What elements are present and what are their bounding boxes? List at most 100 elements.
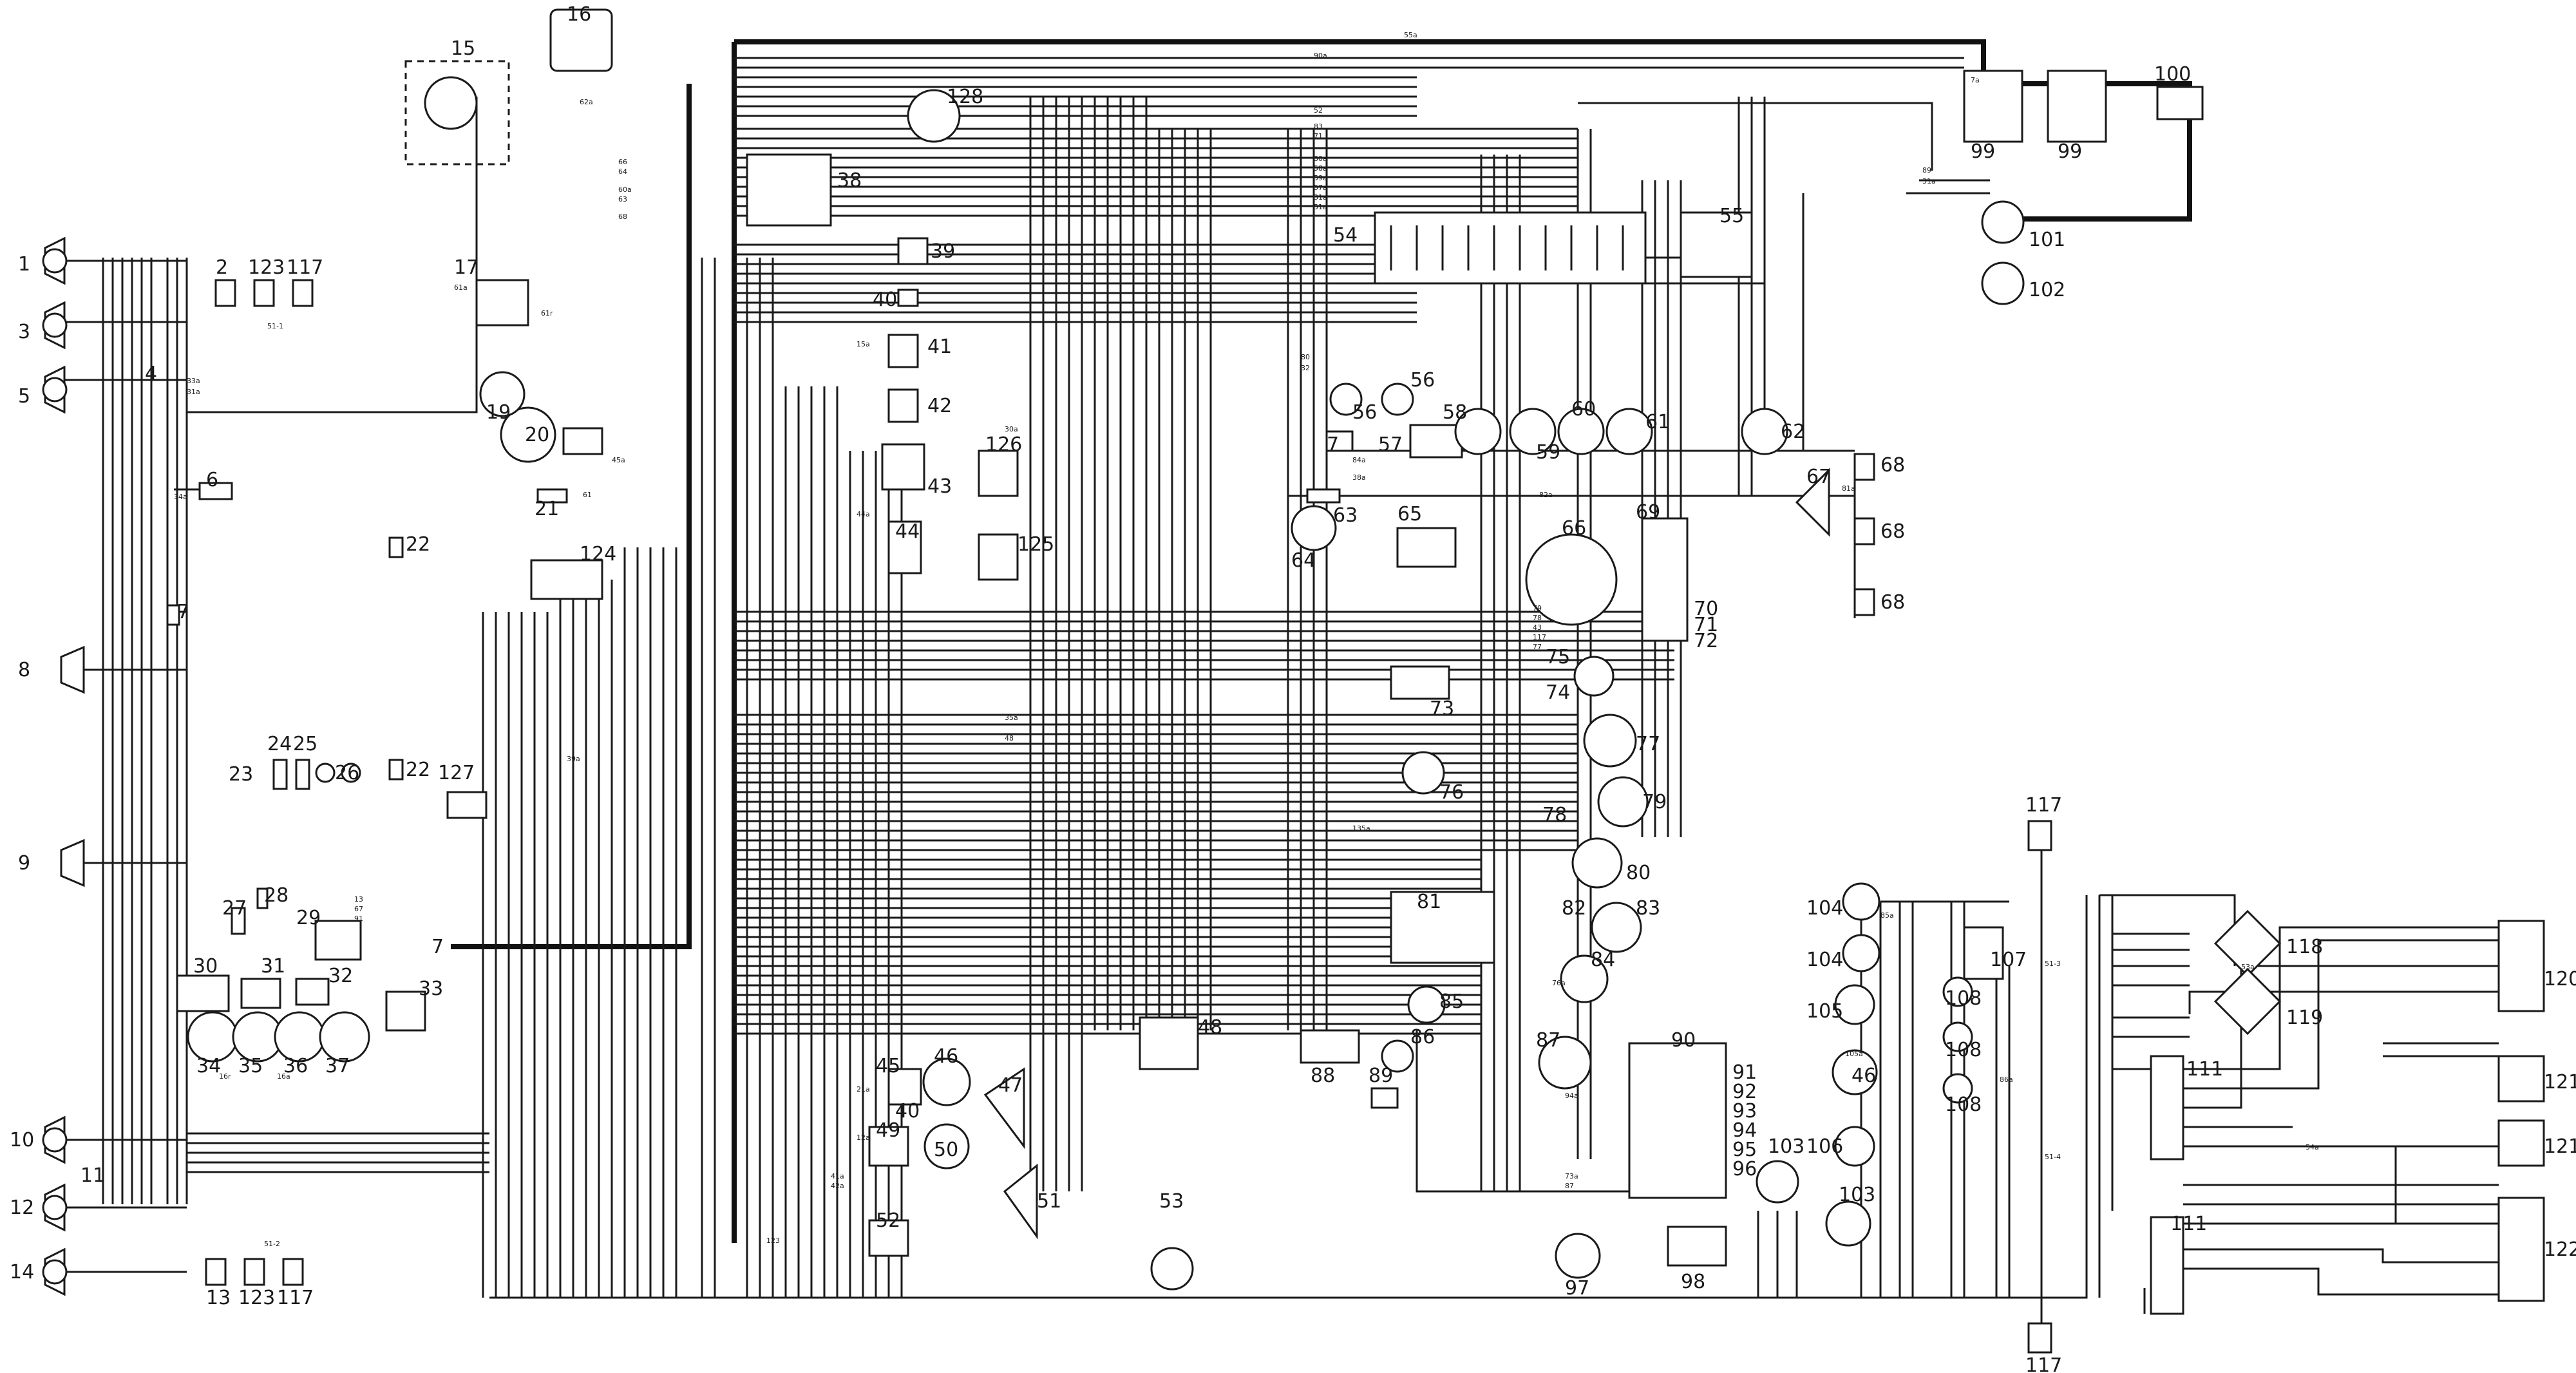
component-label: 97 bbox=[1565, 1277, 1589, 1300]
component-label: 88 bbox=[1311, 1065, 1335, 1087]
wire-label: 31a bbox=[1314, 193, 1327, 202]
component-label: 6 bbox=[206, 469, 218, 491]
component-label: 78 bbox=[1542, 804, 1567, 826]
wire-label: 32 bbox=[1301, 364, 1310, 372]
component-label: 108 bbox=[1945, 1094, 1982, 1116]
wire-label: 87 bbox=[1565, 1182, 1574, 1190]
wire-labels: 55a 90a 89 31a 52 83 71 30a 58a 59a 57a … bbox=[174, 31, 2319, 1248]
wire-label: 51-1 bbox=[267, 322, 283, 330]
component-label: 69 bbox=[1636, 501, 1660, 524]
wire-label: 76a bbox=[1552, 979, 1566, 987]
component-label: 16 bbox=[567, 3, 591, 26]
component-label: 14 bbox=[10, 1261, 34, 1283]
component-label: 117 bbox=[287, 256, 323, 279]
component-label: 12 bbox=[10, 1197, 34, 1219]
component-label: 82 bbox=[1562, 897, 1586, 920]
component-label: 36 bbox=[283, 1055, 308, 1077]
component-label: 54 bbox=[1333, 224, 1358, 247]
wire-label: 51-2 bbox=[264, 1240, 280, 1248]
component-label: 91 bbox=[1732, 1061, 1757, 1084]
component-label: 98 bbox=[1681, 1271, 1705, 1293]
wire-label: 52 bbox=[1314, 106, 1323, 115]
component-label: 50 bbox=[934, 1139, 958, 1161]
component-label: 99 bbox=[1971, 140, 1995, 163]
component-label: 34 bbox=[196, 1055, 221, 1077]
component-label: 7 bbox=[431, 936, 444, 958]
wire-label: 82a bbox=[1539, 491, 1553, 499]
wire-label: 94a bbox=[1565, 1092, 1578, 1100]
component-label: 81 bbox=[1417, 891, 1441, 913]
component-label: 83 bbox=[1636, 897, 1660, 920]
wire-label: 105a bbox=[1845, 1050, 1863, 1058]
component-label: 92 bbox=[1732, 1081, 1757, 1103]
wire-label: 55a bbox=[1404, 31, 1417, 39]
component-label: 111 bbox=[2186, 1058, 2223, 1081]
component-label: 28 bbox=[264, 884, 289, 907]
component-label: 121 bbox=[2544, 1135, 2576, 1158]
component-label: 64 bbox=[1291, 549, 1316, 572]
component-label: 56 bbox=[1352, 401, 1377, 424]
wire-label: 66 bbox=[618, 158, 627, 166]
component-label: 93 bbox=[1732, 1100, 1757, 1122]
component-label: 128 bbox=[947, 86, 983, 108]
wire-label: 91 bbox=[354, 914, 363, 923]
component-label: 48 bbox=[1198, 1016, 1222, 1039]
wire-label: 15a bbox=[857, 340, 870, 348]
component-label: 10 bbox=[10, 1129, 34, 1151]
component-label: 74 bbox=[1546, 681, 1570, 704]
wire-label: 79 bbox=[1533, 604, 1542, 612]
wire-label: 84a bbox=[1352, 456, 1366, 464]
component-label: 89 bbox=[1368, 1065, 1393, 1087]
wire-label: 63 bbox=[618, 195, 627, 204]
component-label: 67 bbox=[1806, 466, 1831, 488]
component-label: 96 bbox=[1732, 1158, 1757, 1180]
wire-label: 51-3 bbox=[2045, 960, 2061, 968]
component-label: 124 bbox=[580, 543, 616, 565]
component-label: 38 bbox=[837, 169, 862, 192]
component-label: 105 bbox=[1806, 1000, 1843, 1023]
component-label: 24 bbox=[267, 733, 292, 755]
wire-label: 67 bbox=[354, 905, 363, 913]
wire-label: 54a bbox=[2306, 1143, 2319, 1151]
component-label: 117 bbox=[2025, 794, 2062, 817]
component-label: 103 bbox=[1768, 1135, 1804, 1158]
component-label: 76 bbox=[1439, 781, 1464, 804]
component-label: 31 bbox=[261, 955, 285, 978]
component-label: 47 bbox=[998, 1074, 1023, 1097]
component-label: 90 bbox=[1671, 1029, 1696, 1052]
component-label: 13 bbox=[206, 1287, 231, 1309]
component-label: 108 bbox=[1945, 1039, 1982, 1061]
wire-label: 42a bbox=[831, 1182, 844, 1190]
component-label: 62 bbox=[1781, 421, 1805, 443]
component-labels: 1 2 3 4 5 6 7 7 7 8 9 10 11 12 13 14 15 … bbox=[10, 3, 2576, 1373]
component-label: 119 bbox=[2286, 1007, 2323, 1029]
component-label: 118 bbox=[2286, 936, 2323, 958]
wire-label: 51-4 bbox=[2045, 1153, 2061, 1161]
component-label: 22 bbox=[406, 759, 430, 781]
wire-label: 38a bbox=[1352, 473, 1366, 482]
component-label: 100 bbox=[2154, 63, 2191, 86]
component-label: 40 bbox=[873, 289, 897, 311]
component-label: 63 bbox=[1333, 504, 1358, 527]
component-label: 20 bbox=[525, 424, 549, 446]
wire-label: 123 bbox=[766, 1236, 780, 1245]
component-label: 11 bbox=[80, 1164, 105, 1187]
wire-label: 16a bbox=[277, 1072, 290, 1081]
component-label: 35 bbox=[238, 1055, 263, 1077]
wire-label: 34a bbox=[174, 493, 187, 501]
wire-label: 80 bbox=[1301, 353, 1310, 361]
component-label: 17 bbox=[454, 256, 478, 279]
component-label: 53 bbox=[1159, 1190, 1184, 1213]
wire-label: 64 bbox=[618, 167, 627, 176]
component-label: 2 bbox=[216, 256, 228, 279]
component-label: 55 bbox=[1719, 205, 1744, 227]
component-label: 104 bbox=[1806, 949, 1843, 971]
component-label: 84 bbox=[1591, 949, 1615, 971]
component-label: 106 bbox=[1806, 1135, 1843, 1158]
component-label: 95 bbox=[1732, 1139, 1757, 1161]
component-label: 1 bbox=[18, 253, 30, 276]
component-label: 59 bbox=[1536, 441, 1560, 464]
component-label: 61 bbox=[1645, 411, 1670, 433]
component-label: 107 bbox=[1990, 949, 2027, 971]
component-label: 43 bbox=[927, 475, 952, 498]
